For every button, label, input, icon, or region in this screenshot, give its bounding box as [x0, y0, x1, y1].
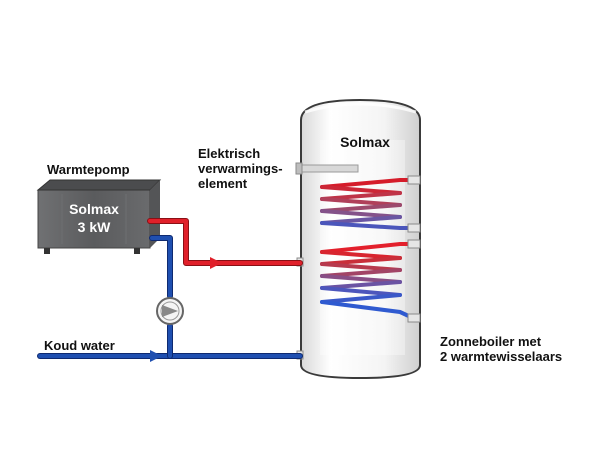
- boiler-label-line2: 2 warmtewisselaars: [440, 349, 562, 364]
- boiler-label-line1: Zonneboiler met: [440, 334, 542, 349]
- cold-return-pipe: [149, 235, 173, 359]
- element-label-line1: Elektrisch: [198, 146, 260, 161]
- upper-heat-exchanger-coil: [320, 178, 415, 230]
- tank-brand-label: Solmax: [340, 134, 390, 150]
- cold-flow-arrow: [150, 350, 162, 362]
- heat-pump-unit: [36, 179, 162, 254]
- hot-flow-arrow: [210, 257, 222, 269]
- electric-heating-element: [295, 162, 359, 175]
- hot-supply-pipe: [147, 218, 303, 266]
- element-label-line2: verwarmings-: [198, 161, 283, 176]
- circulation-pump-icon: [156, 297, 184, 325]
- heat-pump-power-label: 3 kW: [78, 219, 111, 235]
- heat-pump-label: Warmtepomp: [47, 162, 130, 177]
- element-label-line3: element: [198, 176, 248, 191]
- cold-water-label: Koud water: [44, 338, 115, 353]
- heat-pump-brand-label: Solmax: [69, 201, 119, 217]
